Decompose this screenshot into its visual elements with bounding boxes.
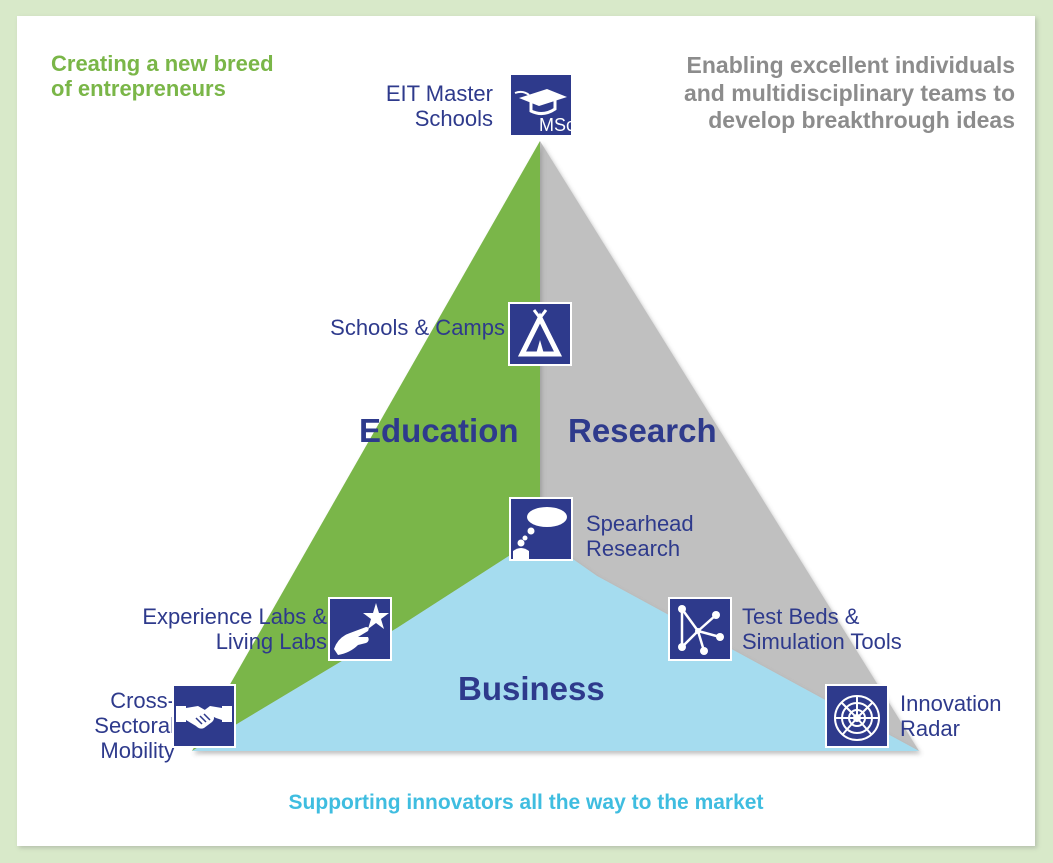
item-label-line: Spearhead xyxy=(586,511,694,536)
item-label-line: Radar xyxy=(900,715,960,741)
radar-icon xyxy=(825,684,889,748)
triangle-diagram xyxy=(192,141,919,751)
tent-icon xyxy=(508,302,572,366)
item-master-schools-label: EIT Master Schools xyxy=(385,81,493,132)
diagram-panel: Creating a new breed of entrepreneurs En… xyxy=(17,16,1035,846)
research-caption-line: and multidisciplinary teams to xyxy=(683,79,1015,106)
education-caption-line: of entrepreneurs xyxy=(51,75,226,101)
education-area xyxy=(192,141,540,751)
graduation-cap-icon: MSc xyxy=(509,73,573,137)
item-experience-labs-label: Experience Labs & Living Labs xyxy=(142,604,327,655)
item-schools-camps-label: Schools & Camps xyxy=(330,315,505,340)
item-label-line: Experience Labs & xyxy=(142,604,327,629)
research-caption: Enabling excellent individuals and multi… xyxy=(684,52,1015,135)
item-label-line: Innovation xyxy=(900,691,1002,716)
item-spearhead-label: Spearhead Research xyxy=(586,511,694,562)
research-caption-line: develop breakthrough ideas xyxy=(708,107,1015,134)
zone-label-education: Education xyxy=(359,412,519,449)
item-label-line: Sectoral xyxy=(94,712,175,738)
item-test-beds-label: Test Beds & Simulation Tools xyxy=(742,604,902,655)
item-label-line: Test Beds & xyxy=(742,604,860,629)
business-area xyxy=(192,536,919,751)
item-label-line: Schools xyxy=(414,105,493,131)
zone-label-business: Business xyxy=(458,670,605,707)
business-caption: Supporting innovators all the way to the… xyxy=(288,791,764,814)
education-caption-line: Creating a new breed xyxy=(51,51,274,76)
thought-bubble-icon xyxy=(509,497,573,561)
hand-star-icon xyxy=(328,597,392,661)
research-caption-line: Enabling excellent individuals xyxy=(686,52,1015,78)
item-cross-sectoral-label: Cross- Sectoral Mobility xyxy=(94,688,175,764)
research-area xyxy=(540,141,919,751)
item-innovation-radar-label: Innovation Radar xyxy=(900,691,1002,742)
network-icon xyxy=(668,597,732,661)
item-label-line: Research xyxy=(586,535,681,561)
msc-badge: MSc xyxy=(539,115,573,135)
item-label-line: Living Labs xyxy=(215,628,327,654)
item-label-line: Cross- xyxy=(110,688,175,713)
education-caption: Creating a new breed of entrepreneurs xyxy=(51,51,274,102)
item-label-line: Mobility xyxy=(100,737,175,763)
item-label-line: Simulation Tools xyxy=(742,628,902,654)
zone-label-research: Research xyxy=(568,412,717,449)
handshake-icon xyxy=(172,684,236,748)
item-label-line: EIT Master xyxy=(385,81,493,106)
